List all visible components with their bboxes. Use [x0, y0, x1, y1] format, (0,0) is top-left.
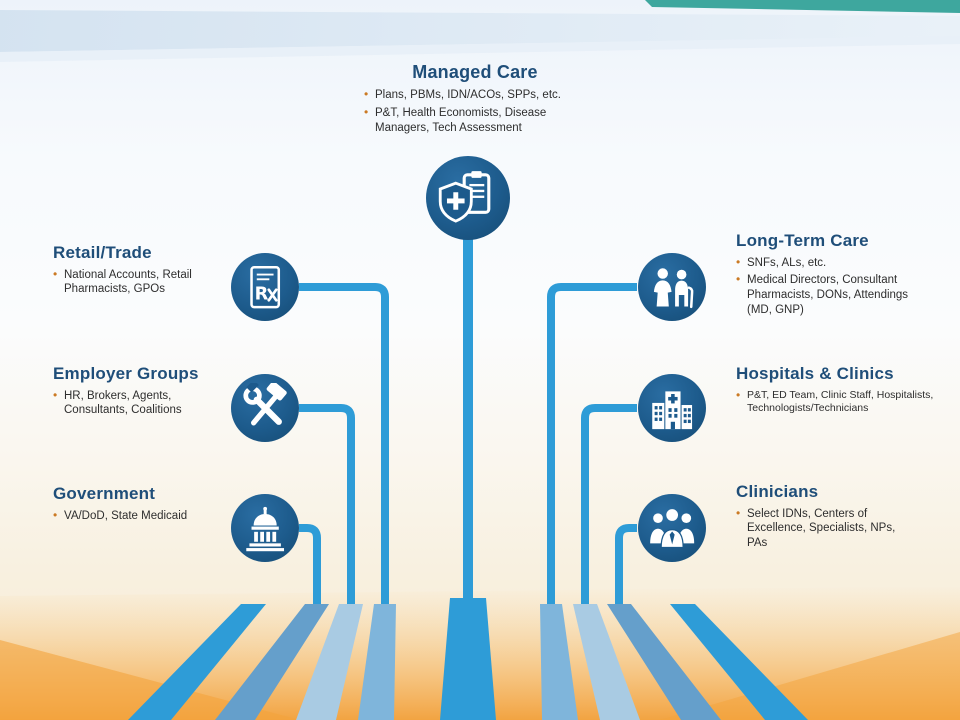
bullet-list: P&T, ED Team, Clinic Staff, Hospitalists…	[736, 388, 942, 416]
hammer-wrench-icon	[243, 382, 287, 426]
bullet-list: Plans, PBMs, IDN/ACOs, SPPs, etc. P&T, H…	[364, 87, 600, 136]
lane-left-employer	[296, 604, 363, 720]
blue-diagonal-band	[0, 10, 960, 52]
segment-title: Government	[53, 484, 156, 503]
orange-right-wedge	[660, 632, 960, 720]
segment-title: Employer Groups	[53, 364, 199, 383]
svg-text:R: R	[255, 284, 269, 305]
segment-title: Retail/Trade	[53, 243, 152, 262]
bullet-item: P&T, Health Economists, Disease Managers…	[364, 105, 600, 136]
connector-employer-groups	[299, 404, 355, 604]
segment-clinicians: Clinicians Select IDNs, Centers of Excel…	[736, 482, 914, 554]
capitol-icon	[246, 506, 284, 552]
lane-right-clinicians	[607, 604, 721, 720]
government-node	[231, 494, 299, 562]
bullet-list: HR, Brokers, Agents, Consultants, Coalit…	[53, 388, 231, 419]
segment-managed-care: Managed Care Plans, PBMs, IDN/ACOs, SPPs…	[350, 62, 600, 139]
bullet-list: Select IDNs, Centers of Excellence, Spec…	[736, 506, 914, 552]
lane-right-hospitals	[573, 604, 640, 720]
hospital-icon	[652, 391, 692, 429]
segment-title: Clinicians	[736, 482, 819, 501]
lane-center-managed-care	[440, 598, 496, 720]
segment-title: Hospitals & Clinics	[736, 364, 894, 383]
segment-employer-groups: Employer Groups HR, Brokers, Agents, Con…	[53, 364, 231, 421]
bullet-item: National Accounts, Retail Pharmacists, G…	[53, 267, 231, 298]
blue-diagonal-band-faint	[0, 36, 960, 62]
bullet-list: VA/DoD, State Medicaid	[53, 508, 243, 524]
segment-retail-trade: Retail/Trade National Accounts, Retail P…	[53, 243, 231, 300]
bullet-item: Medical Directors, Consultant Pharmacist…	[736, 272, 924, 318]
segment-hospitals-clinics: Hospitals & Clinics P&T, ED Team, Clinic…	[736, 364, 942, 419]
lane-left-outer	[128, 604, 266, 720]
bullet-list: SNFs, ALs, etc. Medical Directors, Consu…	[736, 255, 924, 319]
connector-clinicians	[615, 524, 637, 604]
bullet-list: National Accounts, Retail Pharmacists, G…	[53, 267, 231, 298]
clinicians-node	[638, 494, 706, 562]
managed-care-node	[426, 156, 510, 240]
lane-left-retail	[358, 604, 396, 720]
connectors	[299, 200, 637, 604]
bullet-item: Plans, PBMs, IDN/ACOs, SPPs, etc.	[364, 87, 600, 103]
connector-long-term-care	[547, 283, 637, 604]
caregiver-icon	[653, 268, 694, 308]
lane-right-ltc	[540, 604, 578, 720]
connector-retail-trade	[299, 283, 389, 604]
merge-lanes	[128, 598, 808, 720]
bullet-item: P&T, ED Team, Clinic Staff, Hospitalists…	[736, 388, 942, 416]
employer-groups-node	[231, 374, 299, 442]
hospitals-clinics-node	[638, 374, 706, 442]
segment-title: Managed Care	[412, 62, 538, 82]
bullet-item: VA/DoD, State Medicaid	[53, 508, 243, 524]
bullet-item: SNFs, ALs, etc.	[736, 255, 924, 271]
connector-government	[299, 524, 321, 604]
lane-right-outer	[670, 604, 808, 720]
orange-left-wedge	[0, 640, 300, 720]
long-term-care-node	[638, 253, 706, 321]
segment-title: Long-Term Care	[736, 231, 869, 250]
segment-government: Government VA/DoD, State Medicaid	[53, 484, 243, 526]
bullet-item: Select IDNs, Centers of Excellence, Spec…	[736, 506, 914, 552]
rx-document-icon: R	[250, 265, 280, 309]
teal-top-strip	[645, 0, 960, 13]
shield-clipboard-icon	[438, 171, 491, 223]
clinician-team-icon	[649, 509, 695, 549]
segment-long-term-care: Long-Term Care SNFs, ALs, etc. Medical D…	[736, 231, 924, 321]
retail-trade-node: R	[231, 253, 299, 321]
lane-left-government	[215, 604, 329, 720]
connector-hospitals-clinics	[581, 404, 637, 604]
bullet-item: HR, Brokers, Agents, Consultants, Coalit…	[53, 388, 231, 419]
